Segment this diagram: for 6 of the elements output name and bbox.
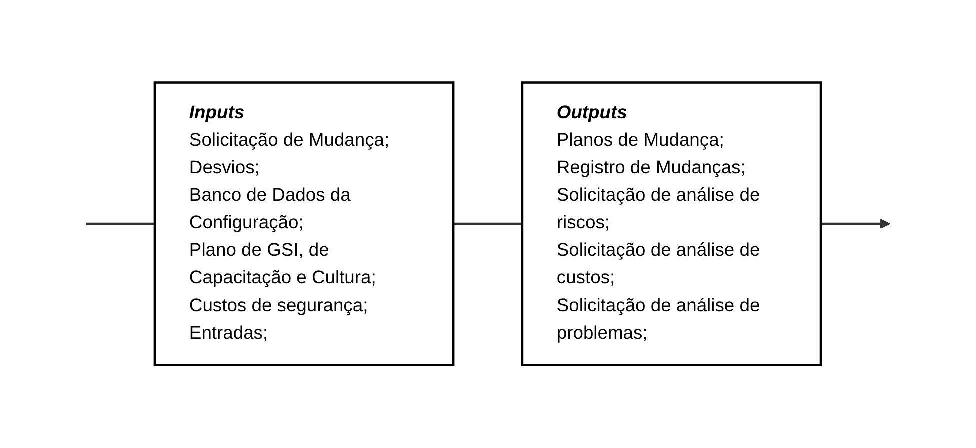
diagram: Inputs Solicitação de Mudança; Desvios; Banco de Dados da Configuração; Plano de GSI, de Capacitação e Cultura; Custos de segurança; Entradas; Outputs Planos de Mudança; Registro de Mudanças; Solicitação de análise de riscos; Solicitação de análise de custos; Solicitação de análise de problemas;: [8, 4, 968, 444]
connector: [86, 222, 155, 226]
node-box: [154, 82, 455, 366]
connector: [454, 222, 522, 226]
node-box: [521, 82, 822, 366]
arrow: [821, 218, 890, 230]
